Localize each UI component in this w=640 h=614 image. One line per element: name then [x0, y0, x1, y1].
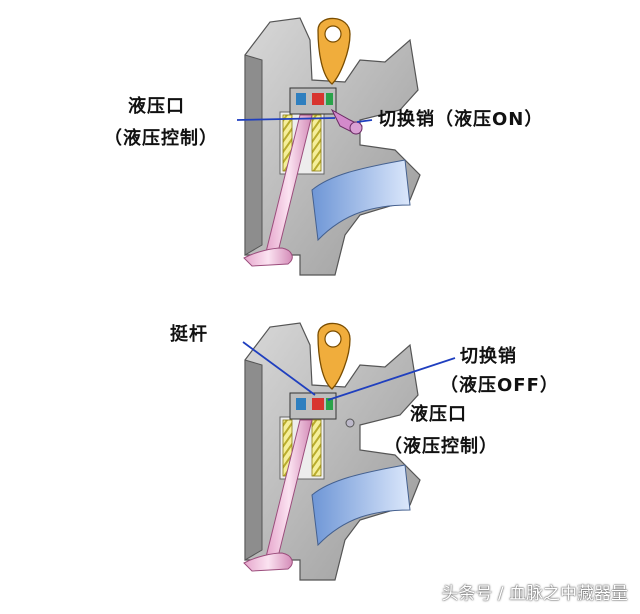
label-bottom-port: 液压口	[410, 404, 467, 425]
leader-top-pin	[356, 119, 373, 123]
watermark-text: 头条号 / 血脉之中藏器量	[441, 584, 628, 604]
bottom-section-diagram	[243, 322, 421, 581]
label-top-port: 液压口	[128, 96, 185, 117]
label-top-port-sub: （液压控制）	[104, 128, 218, 149]
leader-bottom-pin	[327, 357, 456, 401]
label-tappet: 挺杆	[170, 324, 208, 345]
label-bottom-pin: 切换销	[460, 346, 517, 367]
leader-lines	[236, 117, 456, 401]
label-bottom-pin-sub: （液压OFF）	[440, 375, 559, 396]
leader-top-port	[236, 117, 336, 121]
label-top-pin: 切换销（液压ON）	[378, 109, 544, 130]
top-section-diagram	[243, 17, 421, 276]
label-bottom-port-sub: （液压控制）	[384, 436, 498, 457]
leader-tappet	[242, 341, 316, 396]
